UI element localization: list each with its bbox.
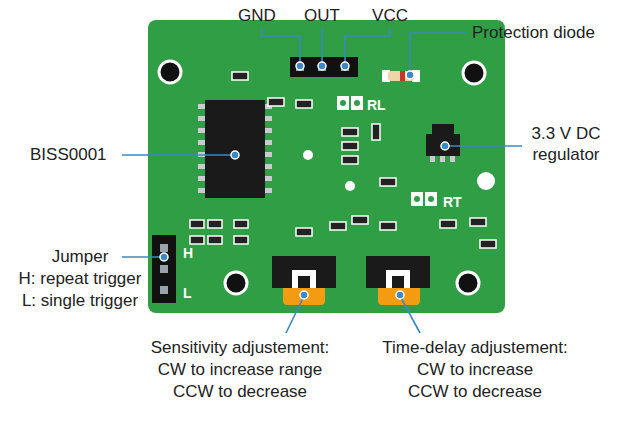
silkscreen-label: RL — [367, 95, 386, 115]
part-label: Jumper — [52, 247, 109, 267]
note-label: CCW to decrease — [173, 382, 307, 402]
pin-label: OUT — [304, 6, 340, 26]
note-label: CW to increase — [417, 360, 533, 380]
part-label: BISS0001 — [30, 145, 107, 165]
pin-label: VCC — [372, 6, 408, 26]
part-label: Sensitivity adjustement: — [151, 338, 330, 358]
part-label: Time-delay adjustement: — [382, 338, 568, 358]
part-label: Protection diode — [472, 23, 595, 43]
note-label: H: repeat trigger — [19, 269, 142, 289]
note-label: L: single trigger — [22, 291, 138, 311]
silkscreen-label: RT — [443, 192, 462, 212]
silkscreen-label: H — [183, 243, 193, 263]
part-label: regulator — [532, 145, 599, 165]
note-label: CW to increase range — [158, 360, 322, 380]
silkscreen-label: L — [183, 283, 192, 303]
note-label: CCW to decrease — [408, 382, 542, 402]
pin-label: GND — [238, 6, 276, 26]
part-label: 3.3 V DC — [532, 124, 601, 144]
